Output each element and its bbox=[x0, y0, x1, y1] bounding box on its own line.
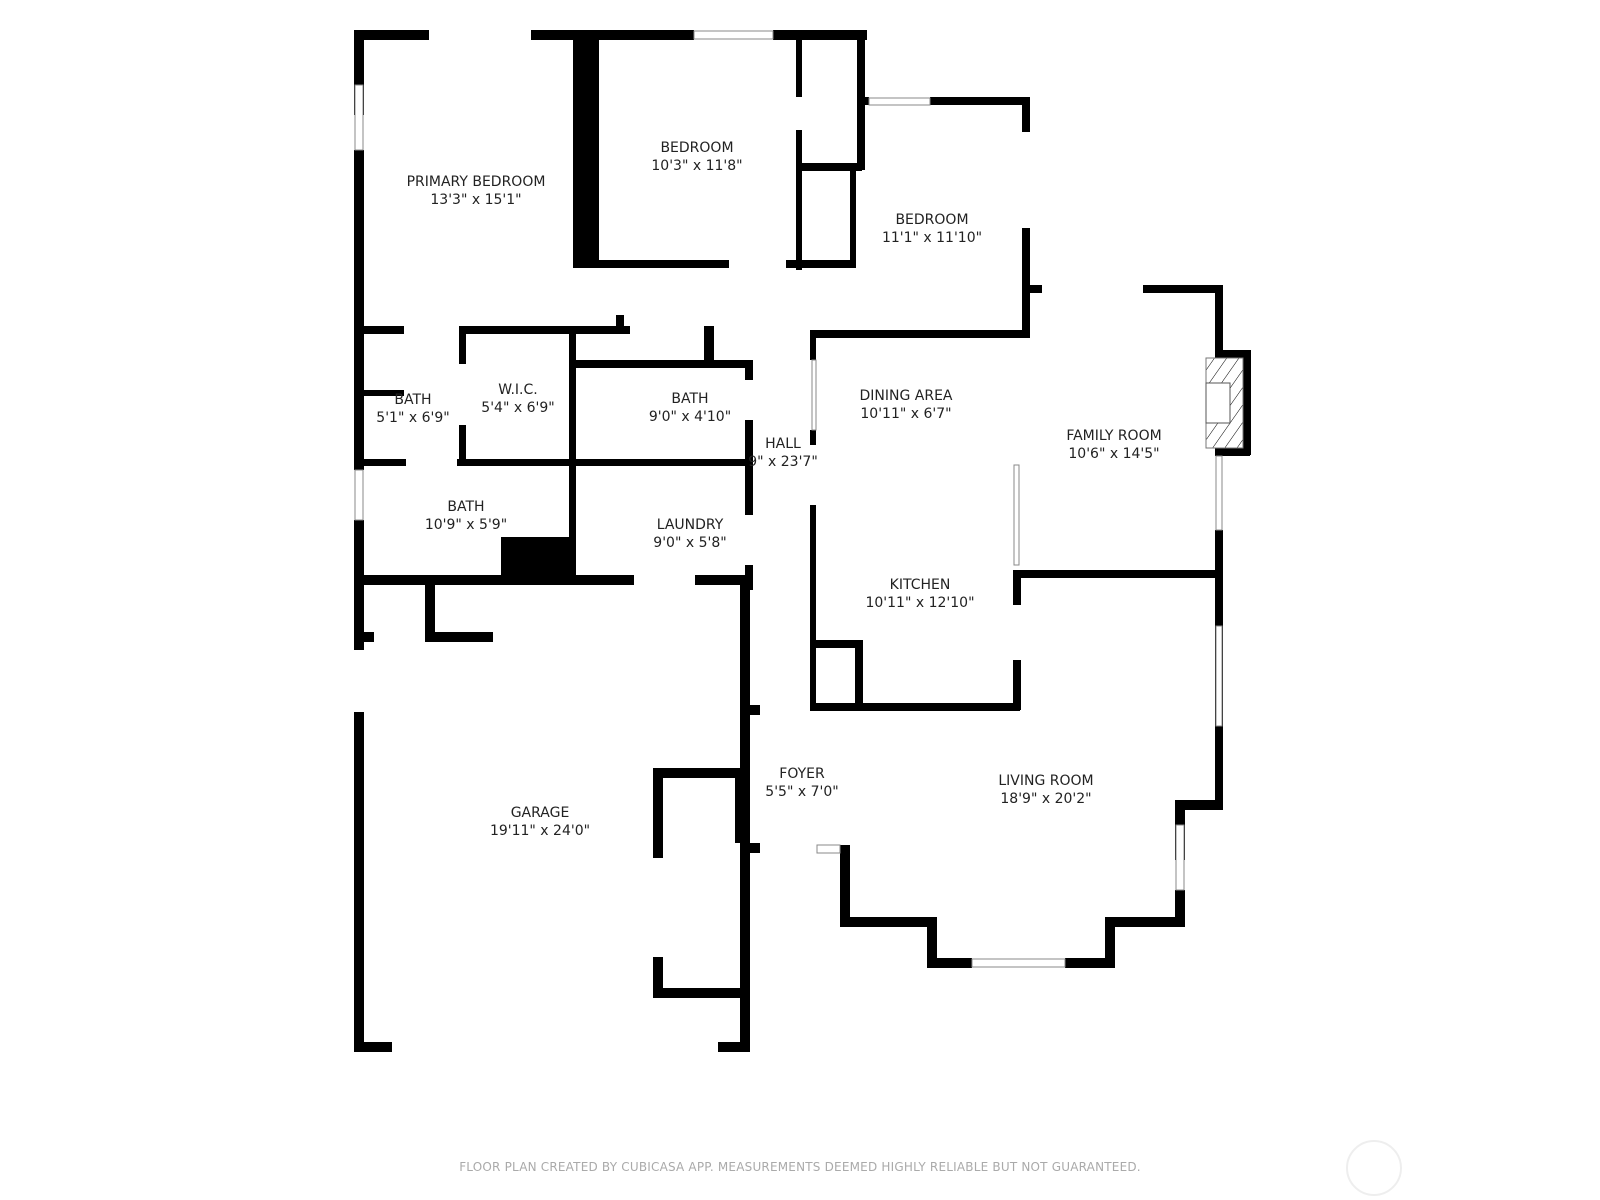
windows bbox=[354, 30, 1223, 968]
room-dimensions: 18'9" x 20'2" bbox=[1000, 791, 1092, 807]
room-dimensions: 19'11" x 24'0" bbox=[489, 823, 591, 839]
room-bedroom-2: BEDROOM 11'1" x 11'10" bbox=[882, 211, 982, 247]
watermark-logo-icon bbox=[1346, 1140, 1402, 1196]
room-name: LAUNDRY bbox=[656, 517, 724, 533]
room-dimensions: 9'0" x 5'8" bbox=[653, 535, 727, 551]
room-dimensions: 13'3" x 15'1" bbox=[430, 192, 522, 208]
room-dimensions: 9'0" x 4'10" bbox=[648, 409, 732, 425]
room-bath-2: BATH 9'0" x 4'10" bbox=[649, 390, 731, 426]
room-laundry: LAUNDRY 9'0" x 5'8" bbox=[653, 516, 726, 552]
fireplace-icon bbox=[1205, 357, 1244, 449]
room-name: BATH bbox=[394, 392, 432, 408]
room-name: BEDROOM bbox=[895, 212, 969, 228]
room-name: PRIMARY BEDROOM bbox=[406, 174, 546, 190]
room-name: FAMILY ROOM bbox=[1066, 428, 1162, 444]
room-name: DINING AREA bbox=[859, 388, 953, 404]
room-dimensions: 5'4" x 6'9" bbox=[481, 400, 555, 416]
room-dimensions: 10'3" x 11'8" bbox=[651, 158, 743, 174]
room-name: BEDROOM bbox=[660, 140, 734, 156]
room-bath-1: BATH 5'1" x 6'9" bbox=[376, 391, 449, 427]
disclaimer-footer: FLOOR PLAN CREATED BY CUBICASA APP. MEAS… bbox=[459, 1160, 1141, 1174]
room-dining-area: DINING AREA 10'11" x 6'7" bbox=[859, 387, 952, 423]
room-dimensions: 10'11" x 6'7" bbox=[860, 406, 952, 422]
room-dimensions: 5'5" x 7'0" bbox=[765, 784, 839, 800]
room-dimensions: 5'1" x 6'9" bbox=[376, 410, 450, 426]
room-living-room: LIVING ROOM 18'9" x 20'2" bbox=[998, 772, 1093, 808]
room-dimensions: 10'9" x 5'9" bbox=[424, 517, 508, 533]
room-hall: HALL 9" x 23'7" bbox=[748, 435, 818, 471]
room-kitchen: KITCHEN 10'11" x 12'10" bbox=[865, 576, 974, 612]
room-dimensions: 10'11" x 12'10" bbox=[865, 595, 975, 611]
room-garage: GARAGE 19'11" x 24'0" bbox=[490, 804, 590, 840]
room-bath-3: BATH 10'9" x 5'9" bbox=[425, 498, 507, 534]
room-foyer: FOYER 5'5" x 7'0" bbox=[765, 765, 838, 801]
room-family-room: FAMILY ROOM 10'6" x 14'5" bbox=[1066, 427, 1161, 463]
room-name: KITCHEN bbox=[889, 577, 951, 593]
room-name: BATH bbox=[671, 391, 709, 407]
room-dimensions: 11'1" x 11'10" bbox=[881, 230, 983, 246]
room-bedroom-1: BEDROOM 10'3" x 11'8" bbox=[651, 139, 742, 175]
room-dimensions: 10'6" x 14'5" bbox=[1068, 446, 1160, 462]
room-name: FOYER bbox=[779, 766, 825, 782]
room-name: BATH bbox=[447, 499, 485, 515]
room-name: GARAGE bbox=[510, 805, 570, 821]
room-name: HALL bbox=[765, 436, 801, 452]
room-name: W.I.C. bbox=[498, 382, 538, 398]
room-wic: W.I.C. 5'4" x 6'9" bbox=[481, 381, 554, 417]
room-name: LIVING ROOM bbox=[998, 773, 1094, 789]
room-dimensions: 9" x 23'7" bbox=[748, 454, 818, 470]
room-primary-bedroom: PRIMARY BEDROOM 13'3" x 15'1" bbox=[407, 173, 546, 209]
